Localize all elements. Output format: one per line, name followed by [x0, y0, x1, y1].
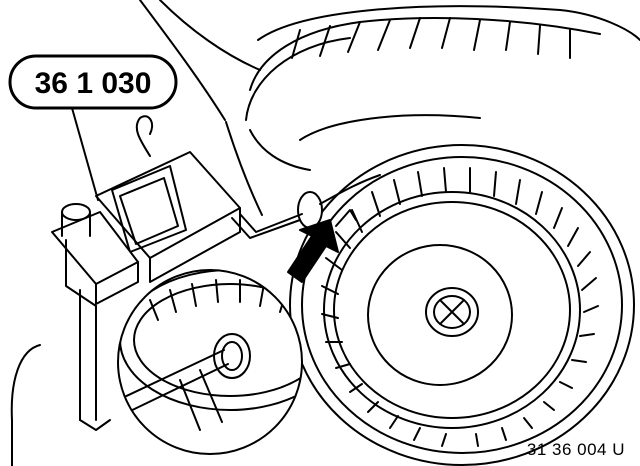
- detail-magnifier: [117, 269, 303, 455]
- figure-reference: 31 36 004 U: [527, 440, 625, 459]
- tool-callout-badge: [8, 54, 178, 110]
- wheel: [289, 144, 635, 466]
- tester-tool: [51, 115, 241, 431]
- body-outline: [139, 0, 263, 216]
- guide-line: [10, 344, 41, 466]
- arrow-accent: [335, 209, 357, 227]
- tool-number: 36 1 030: [35, 67, 152, 100]
- upper-tire: [245, 5, 640, 171]
- arrow-icon: [287, 219, 339, 283]
- callout-leader: [71, 107, 99, 201]
